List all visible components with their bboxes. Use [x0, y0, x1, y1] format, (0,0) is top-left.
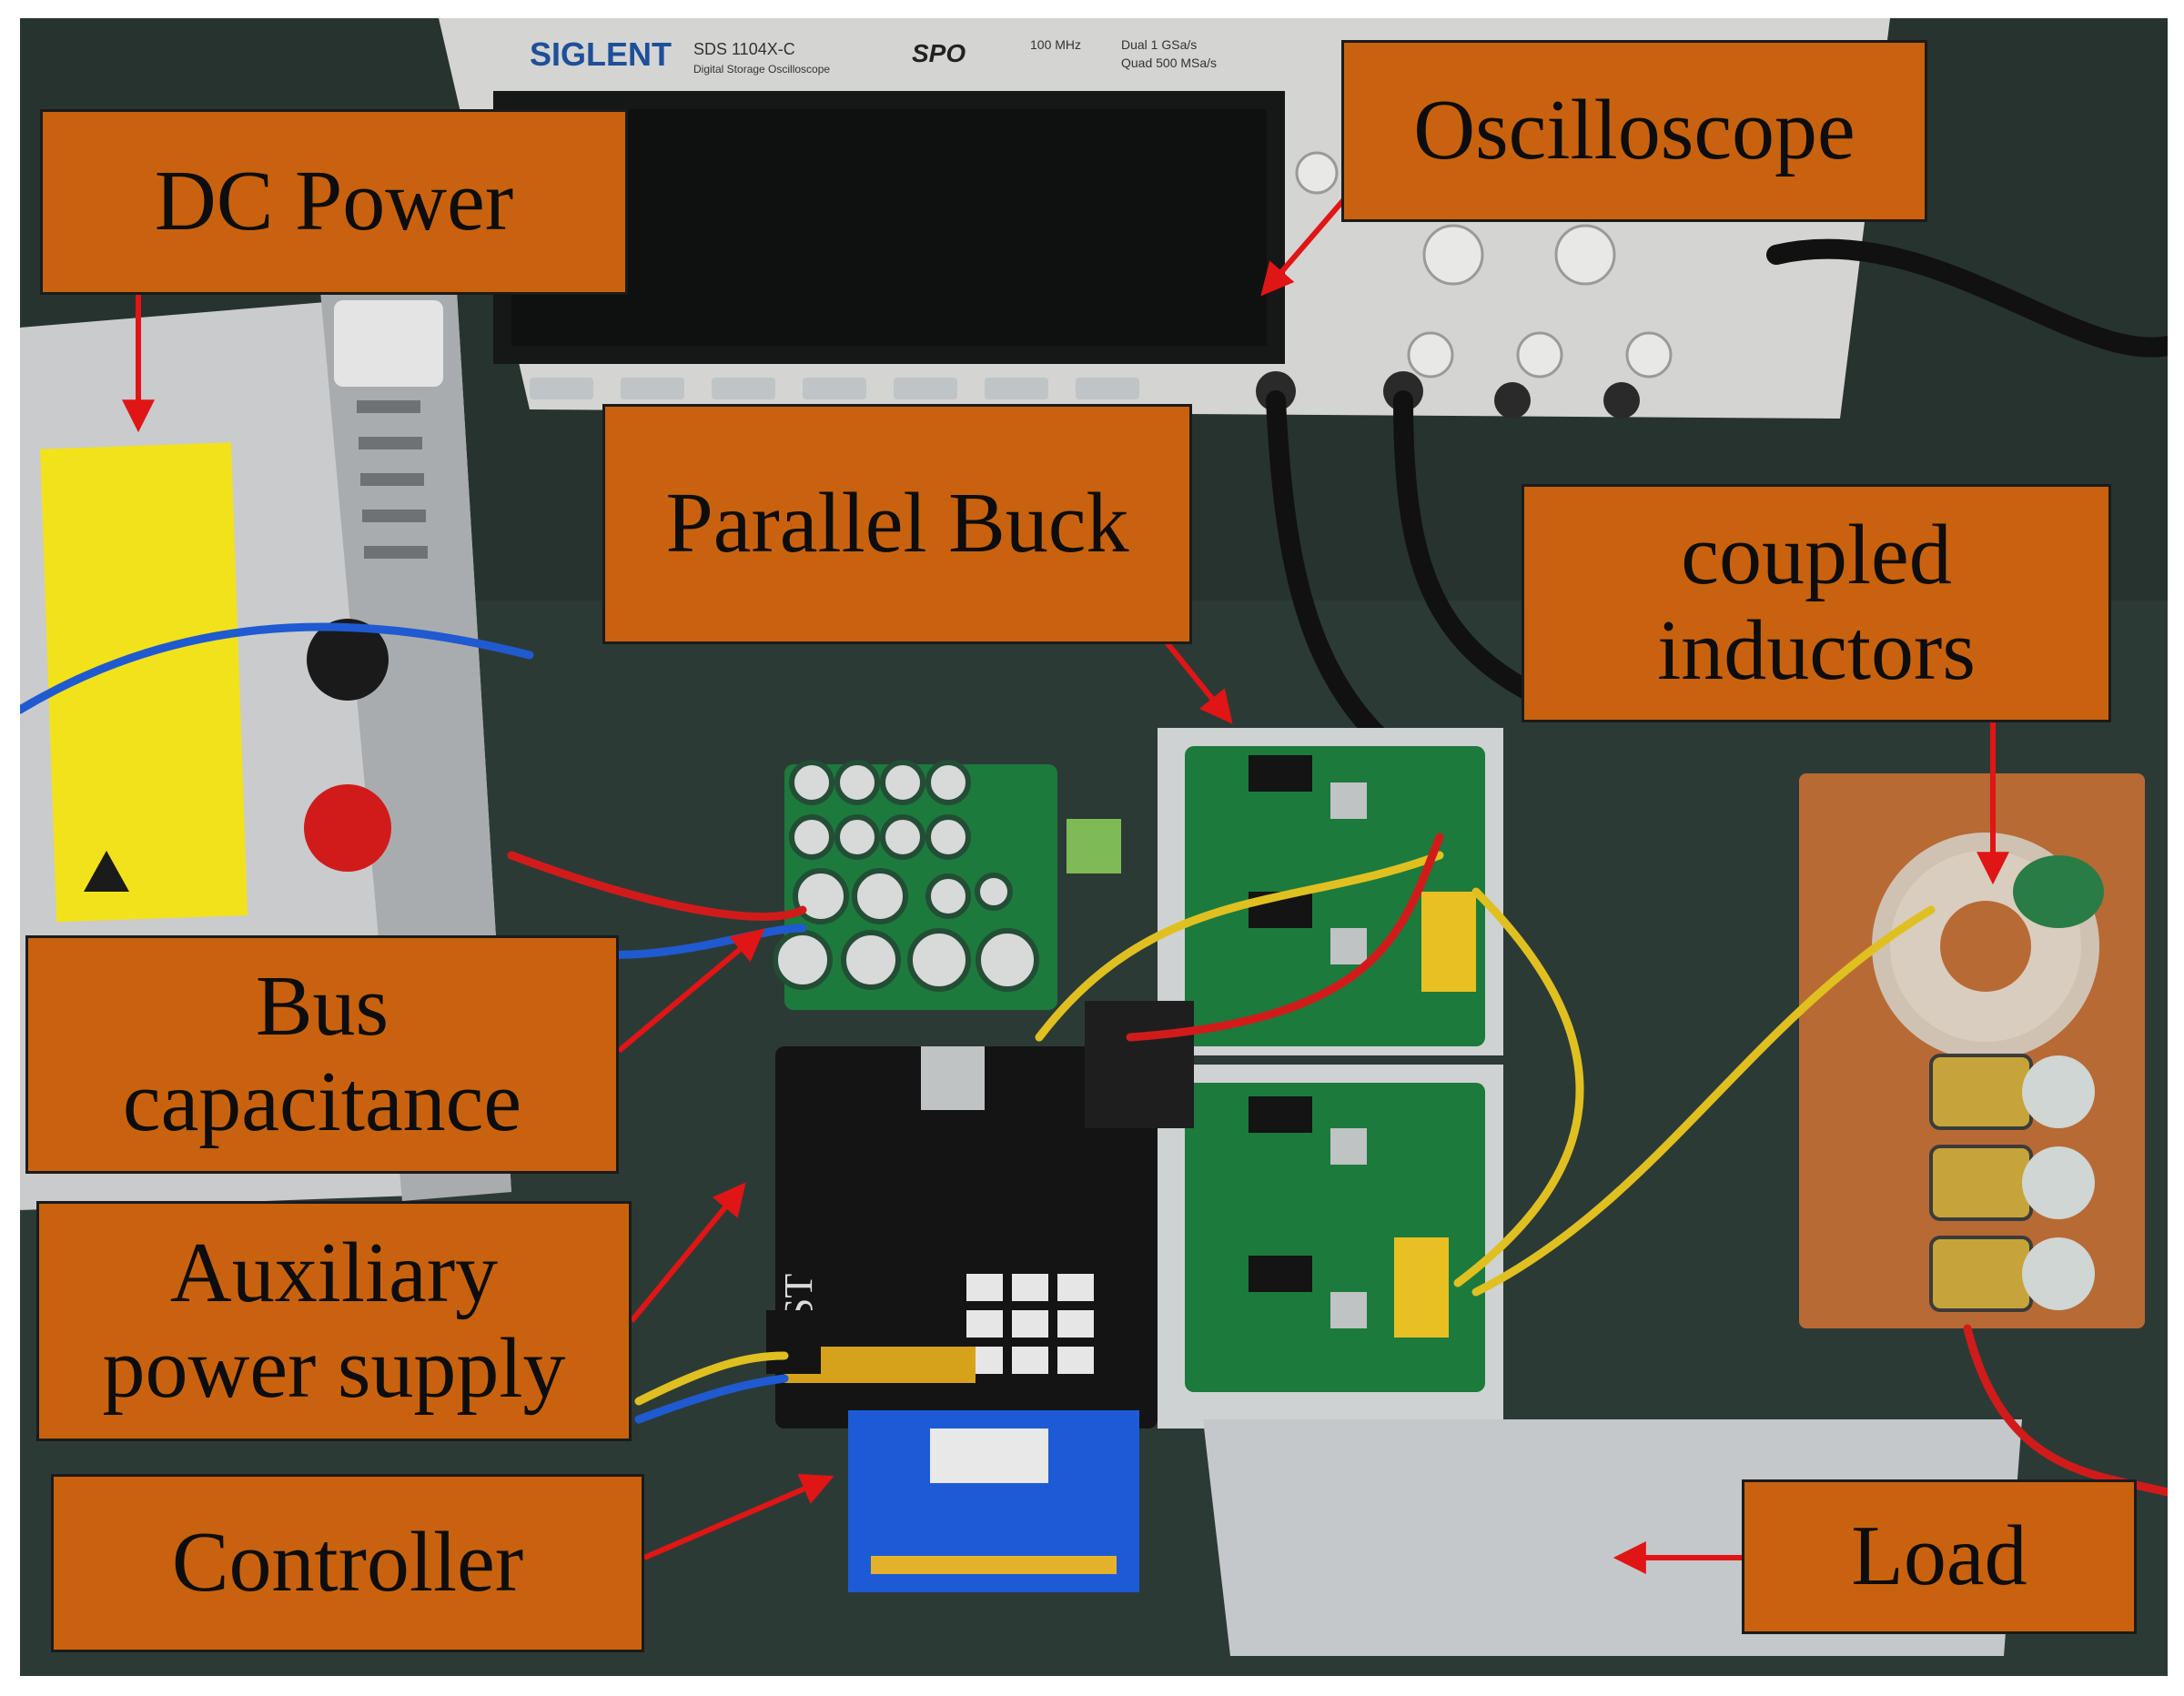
label-load: Load: [1742, 1479, 2137, 1634]
bus-capacitor-board: [773, 760, 1121, 1010]
label-auxiliary-power-supply-text: Auxiliary power supply: [102, 1225, 566, 1416]
label-dc-power: DC Power: [40, 109, 628, 295]
scope-spo-text: SPO: [912, 39, 966, 67]
inductor-perfboard: [1799, 773, 2145, 1328]
label-bus-capacitance-text: Bus capacitance: [122, 958, 522, 1149]
buck-boards: [1185, 746, 1485, 1392]
label-bus-capacitance: Bus capacitance: [25, 935, 619, 1174]
scope-bandwidth-text: 100 MHz: [1030, 37, 1081, 52]
label-oscilloscope: Oscilloscope: [1341, 40, 1927, 222]
auxiliary-board: JUST: [766, 1001, 1194, 1428]
label-controller-text: Controller: [171, 1515, 524, 1610]
scope-spec-dual-text: Dual 1 GSa/s: [1121, 37, 1197, 52]
controller-board: [848, 1410, 1139, 1592]
label-coupled-inductors-text: coupled inductors: [1657, 507, 1976, 698]
label-coupled-inductors: coupled inductors: [1522, 484, 2111, 722]
label-parallel-buck: Parallel Buck: [602, 404, 1192, 644]
label-oscilloscope-text: Oscilloscope: [1413, 83, 1855, 178]
scope-brand-text: SIGLENT: [530, 35, 672, 73]
label-dc-power-text: DC Power: [154, 154, 514, 249]
label-controller: Controller: [51, 1474, 644, 1652]
scope-subtitle-text: Digital Storage Oscilloscope: [693, 63, 830, 76]
scope-spec-quad-text: Quad 500 MSa/s: [1121, 56, 1217, 70]
scope-model-text: SDS 1104X-C: [693, 40, 795, 58]
label-parallel-buck-text: Parallel Buck: [665, 476, 1129, 571]
label-auxiliary-power-supply: Auxiliary power supply: [36, 1201, 632, 1441]
label-load-text: Load: [1851, 1509, 2027, 1604]
